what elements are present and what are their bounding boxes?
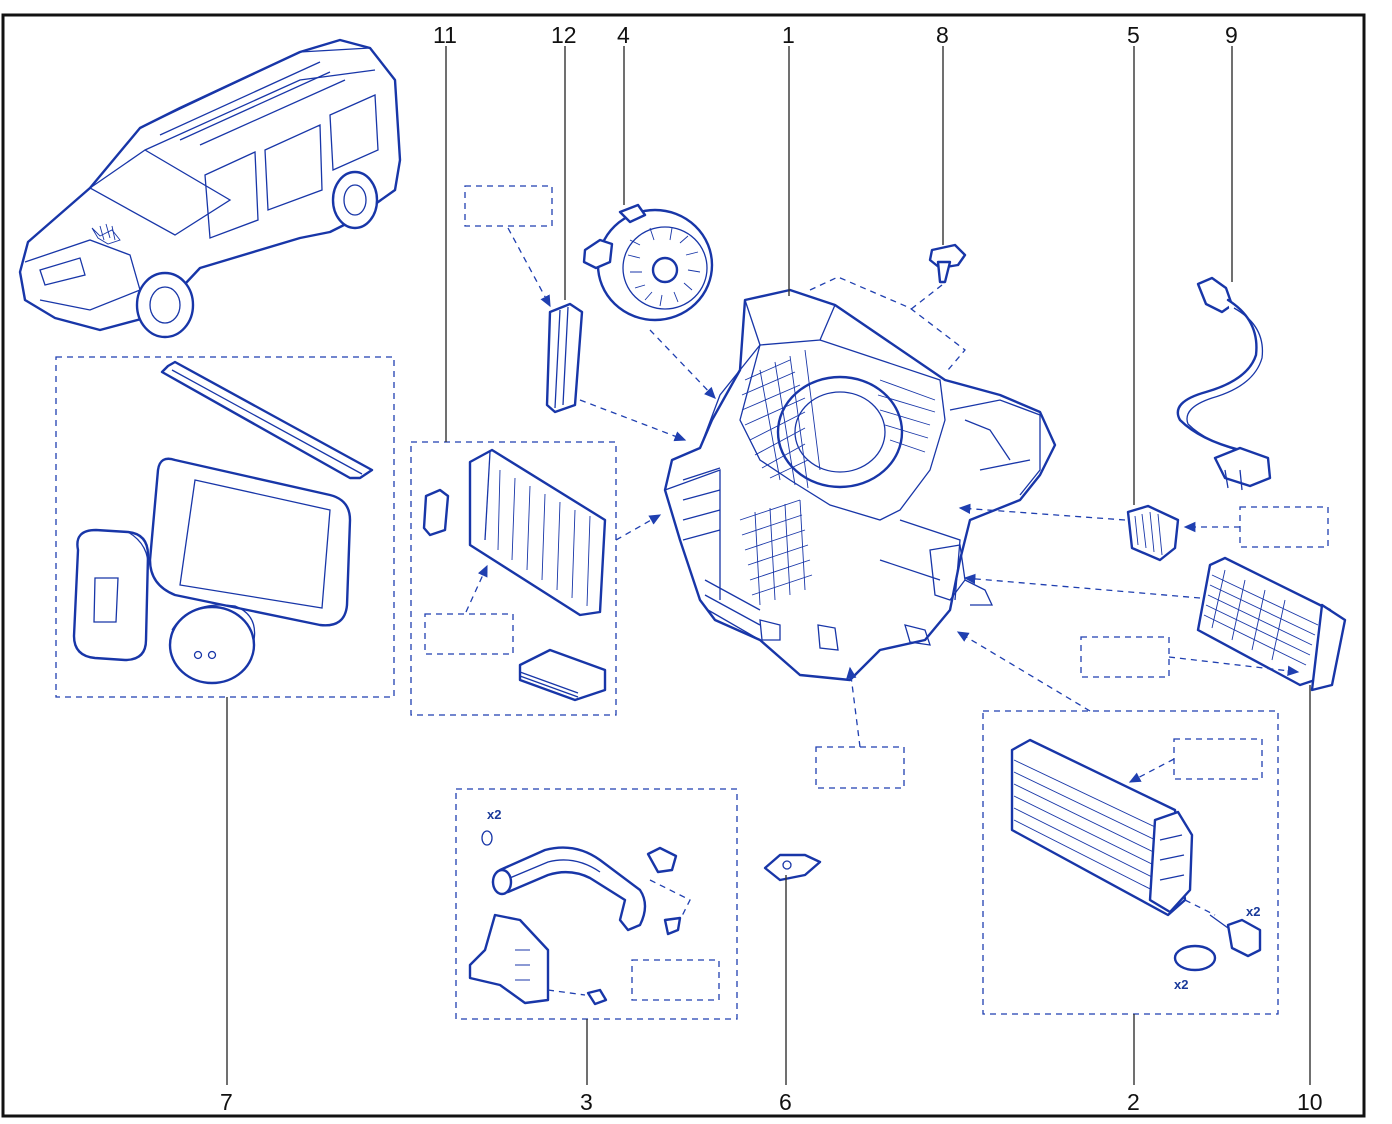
callout-11: 11: [433, 22, 457, 48]
gasket-part-6: [763, 853, 822, 882]
heater-matrix-box: [982, 710, 1279, 1015]
seals-kit-box: [55, 356, 395, 698]
heater-seals-multiplier: x2: [1174, 977, 1188, 992]
callout-9: 9: [1225, 22, 1238, 48]
screw-part-8: [928, 243, 967, 284]
cabin-filter: [422, 448, 607, 702]
heater-screws-multiplier: x2: [1246, 904, 1260, 919]
air-flap: [545, 302, 584, 414]
core-note-box: [1080, 636, 1170, 678]
callout-4: 4: [617, 22, 630, 48]
blower-motor: [582, 203, 714, 322]
callout-10: 10: [1297, 1089, 1323, 1115]
heater-matrix: [1010, 738, 1262, 972]
callout-3: 3: [580, 1089, 593, 1115]
callout-1: 1: [782, 22, 795, 48]
blower-resistor: [1126, 504, 1180, 562]
pipe-kit-box: [455, 788, 738, 1020]
heater-housing: [663, 288, 1057, 682]
filter-note-box: [424, 613, 514, 655]
matrix-note-box: [1173, 738, 1263, 780]
leader-lines: [226, 46, 1311, 1085]
callout-5: 5: [1127, 22, 1140, 48]
callout-12: 12: [551, 22, 577, 48]
bracket-top: [809, 276, 966, 371]
callout-8: 8: [936, 22, 949, 48]
seals-kit: [72, 360, 374, 685]
pipe-seals-multiplier: x2: [487, 807, 501, 822]
evaporator-core: [1196, 556, 1347, 692]
sensor-cable: [1176, 276, 1272, 491]
flap-note-box: [464, 185, 553, 227]
callout-2: 2: [1127, 1089, 1140, 1115]
callout-7: 7: [220, 1089, 233, 1115]
pipe-note-box: [631, 959, 720, 1001]
outer-frame: [1, 13, 1366, 1118]
cabin-filter-box: [410, 441, 617, 716]
vehicle-illustration: [18, 38, 402, 339]
pipe-kit: [468, 830, 682, 1006]
housing-note-box: [815, 746, 905, 789]
resistor-note-box: [1239, 506, 1329, 548]
callout-6: 6: [779, 1089, 792, 1115]
